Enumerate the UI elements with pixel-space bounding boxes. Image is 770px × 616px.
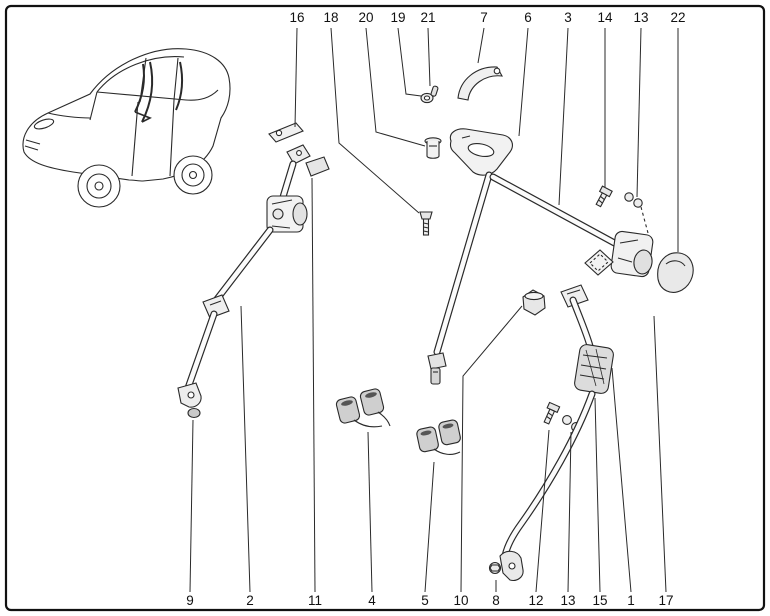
side-cover xyxy=(657,252,694,293)
front-seatbelt-assembly xyxy=(177,122,330,419)
callout-bottom-12: 12 xyxy=(528,593,544,608)
front-retractor xyxy=(266,195,308,233)
lap-anchor-plate xyxy=(177,382,202,408)
diagram-border xyxy=(4,4,766,612)
callout-top-20: 20 xyxy=(358,10,374,25)
car-illustration xyxy=(22,48,231,208)
callout-bottom-11: 11 xyxy=(307,593,323,608)
webbing-loop xyxy=(560,284,589,308)
height-adjuster-bracket xyxy=(286,144,311,165)
trim-cover-plate xyxy=(449,128,513,176)
callout-bottom-15: 15 xyxy=(592,593,608,608)
anchor-grommet xyxy=(187,407,201,419)
anchor-bolt-lower xyxy=(543,401,561,425)
buckle-pair-left xyxy=(335,388,391,428)
callout-top-19: 19 xyxy=(390,10,406,25)
guide-patch xyxy=(584,249,614,276)
upper-anchor-plate xyxy=(268,122,304,143)
belt-guide-loop xyxy=(457,66,504,101)
callout-top-7: 7 xyxy=(480,10,488,25)
callout-bottom-1: 1 xyxy=(627,593,635,608)
pillar-trim-cover xyxy=(305,156,330,177)
callout-bottom-2: 2 xyxy=(246,593,254,608)
washers-upper xyxy=(624,192,649,234)
callout-bottom-5: 5 xyxy=(421,593,429,608)
callout-bottom-8: 8 xyxy=(492,593,500,608)
mounting-bolt xyxy=(419,211,433,236)
callout-bottom-17: 17 xyxy=(658,593,674,608)
rear-retractor xyxy=(610,230,654,278)
callout-bottom-10: 10 xyxy=(453,593,469,608)
buckle-block xyxy=(574,344,614,394)
callout-top-3: 3 xyxy=(564,10,572,25)
center-parts xyxy=(419,66,624,385)
grommet-ring xyxy=(420,92,434,104)
callout-top-22: 22 xyxy=(670,10,686,25)
callout-bottom-9: 9 xyxy=(186,593,194,608)
hex-cap xyxy=(522,289,546,316)
floor-anchor-bolt xyxy=(488,561,502,575)
small-pin xyxy=(430,85,439,97)
pillar-loop-plate xyxy=(202,294,230,319)
latch-tongue xyxy=(427,352,447,385)
callout-top-21: 21 xyxy=(420,10,436,25)
callout-bottom-4: 4 xyxy=(368,593,376,608)
callout-top-16: 16 xyxy=(289,10,305,25)
buckle-pair-right xyxy=(416,419,461,455)
rear-seatbelt-assembly xyxy=(488,185,694,581)
leader-lines xyxy=(189,27,679,593)
callout-top-18: 18 xyxy=(323,10,339,25)
retainer-clip xyxy=(424,137,442,159)
callout-bottom-13: 13 xyxy=(560,593,576,608)
callout-top-6: 6 xyxy=(524,10,532,25)
floor-anchor xyxy=(499,550,524,581)
callout-top-13: 13 xyxy=(633,10,649,25)
callout-top-14: 14 xyxy=(597,10,613,25)
shoulder-bolt xyxy=(595,185,613,208)
